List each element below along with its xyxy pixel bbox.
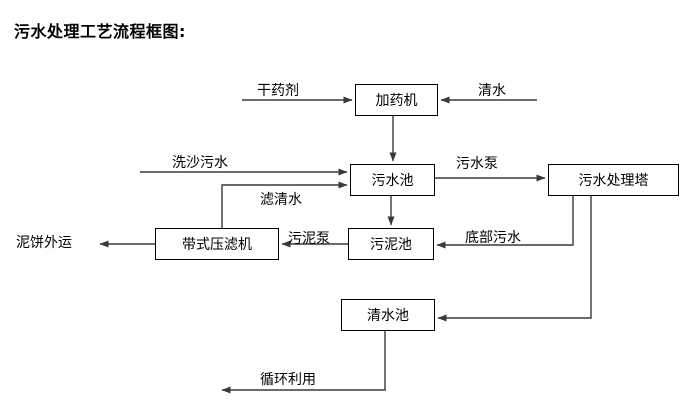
node-label: 污水池 [371, 173, 414, 189]
node-label: 污泥池 [370, 237, 412, 253]
terminal-label-mud-cake-outbound: 泥饼外运 [16, 235, 72, 251]
wire-press-to-sewage-pool [221, 181, 348, 228]
edge-label-recycle-reuse: 循环利用 [260, 372, 316, 388]
node-label: 带式压滤机 [182, 237, 252, 253]
wire-tower-to-clean-water-pool [437, 196, 592, 322]
node-label: 清水池 [367, 308, 409, 324]
edge-label-sewage-pump: 污水泵 [456, 156, 498, 172]
node-sewage-treatment-tower[interactable]: 污水处理塔 [548, 164, 679, 196]
node-label: 污水处理塔 [578, 173, 649, 189]
node-sewage-pool[interactable]: 污水池 [350, 164, 435, 196]
edge-label-dry-reagent: 干药剂 [257, 83, 299, 99]
node-belt-filter-press[interactable]: 带式压滤机 [155, 228, 279, 260]
edge-label-clean-water-in: 清水 [478, 83, 506, 99]
node-clean-water-pool[interactable]: 清水池 [341, 299, 435, 331]
edge-label-bottom-sewage: 底部污水 [465, 230, 521, 246]
edge-label-sludge-pump: 污泥泵 [288, 231, 330, 247]
node-label: 加药机 [375, 93, 418, 109]
page-title: 污水处理工艺流程框图: [14, 22, 186, 41]
wire-tower-to-sludge-pool [436, 196, 574, 249]
node-sludge-pool[interactable]: 污泥池 [348, 228, 434, 260]
edge-label-filtered-clear-water: 滤清水 [260, 192, 302, 208]
wire-clean-water-pool-to-reuse [221, 331, 386, 394]
edge-label-sand-wash-sewage: 洗沙污水 [172, 155, 228, 171]
node-dosing-machine[interactable]: 加药机 [355, 84, 438, 116]
